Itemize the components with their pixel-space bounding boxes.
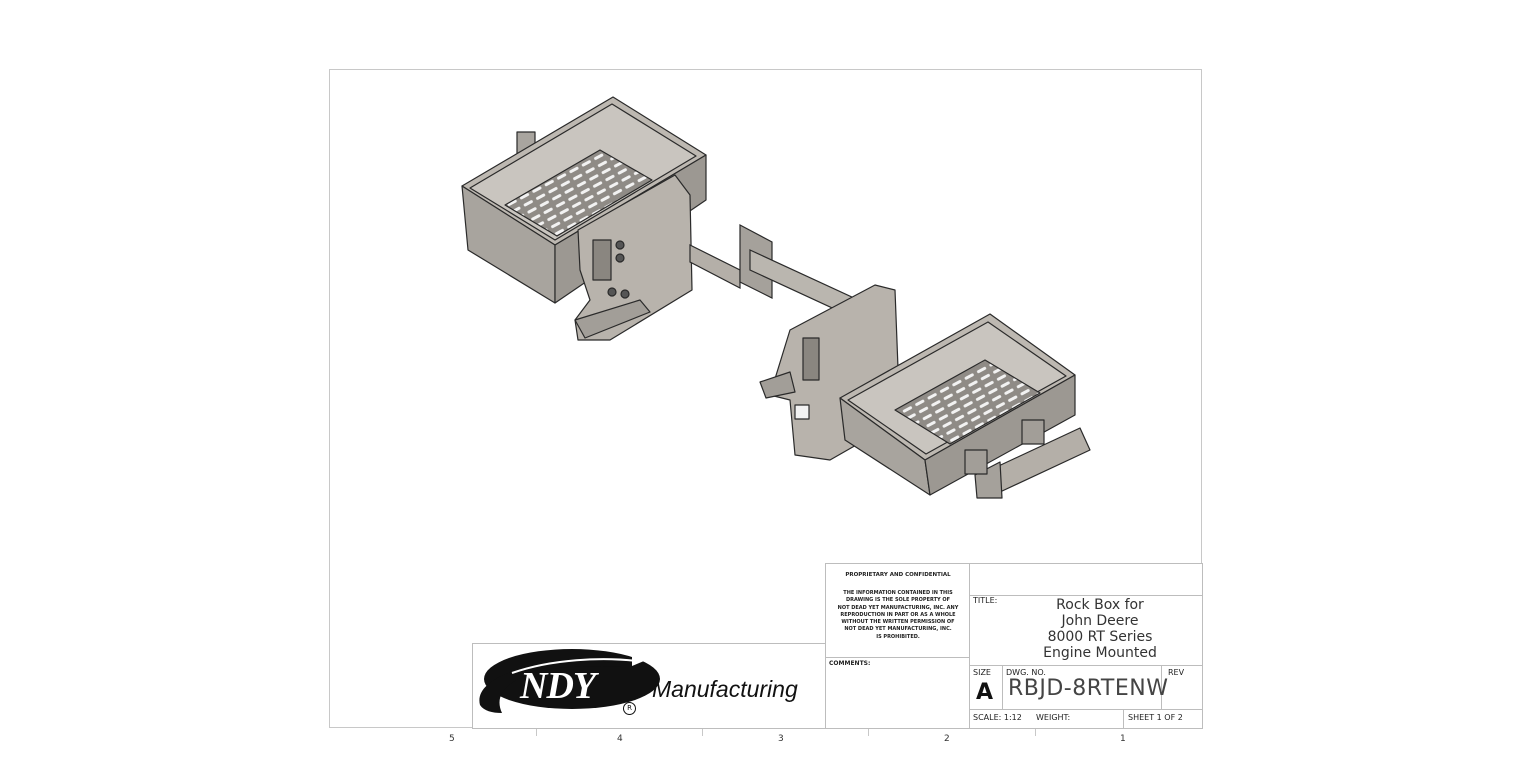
size-value: A [976, 680, 994, 705]
title-line: Engine Mounted [1043, 645, 1157, 661]
scale-label: SCALE: 1:12 [973, 713, 1022, 722]
notice-line: IS PROHIBITED. [876, 633, 920, 640]
notice-line: NOT DEAD YET MANUFACTURING, INC. [844, 626, 952, 633]
comments-label: COMMENTS: [829, 660, 871, 667]
zone-tick [1035, 728, 1036, 736]
title-label: TITLE: [973, 596, 998, 605]
rock-box-upper [461, 96, 707, 341]
title-line: Rock Box for [1056, 597, 1144, 613]
title-line: John Deere [1061, 613, 1139, 629]
zone-label-1: 1 [1120, 734, 1126, 744]
ndy-logo-mark: NDY [520, 665, 596, 707]
notice-line: THE INFORMATION CONTAINED IN THIS [843, 590, 953, 596]
proprietary-box [825, 563, 970, 658]
proprietary-heading: PROPRIETARY AND CONFIDENTIAL [845, 572, 951, 578]
sheet-label: SHEET 1 OF 2 [1128, 713, 1183, 722]
comments-box [825, 657, 970, 729]
title-block-top [969, 563, 1203, 596]
zone-label-3: 3 [778, 734, 784, 744]
drawing-title: Rock Box for John Deere 8000 RT Series E… [1000, 597, 1200, 661]
zone-label-2: 2 [944, 734, 950, 744]
zone-label-5: 5 [449, 734, 455, 744]
notice-line: WITHOUT THE WRITTEN PERMISSION OF [841, 619, 955, 626]
zone-label-4: 4 [617, 734, 623, 744]
title-line: 8000 RT Series [1047, 629, 1153, 645]
rock-box-lower [759, 284, 1091, 499]
ndy-swoosh-logo-icon [479, 649, 660, 713]
notice-line: NOT DEAD YET MANUFACTURING, INC. ANY [837, 604, 959, 611]
proprietary-notice: THE INFORMATION CONTAINED IN THIS DRAWIN… [826, 590, 970, 641]
zone-tick [536, 728, 537, 736]
sheet-box [1123, 709, 1203, 729]
notice-line: DRAWING IS THE SOLE PROPERTY OF [845, 597, 951, 604]
size-label: SIZE [973, 668, 991, 677]
zone-tick [868, 728, 869, 736]
dwg-no-label: DWG. NO. [1006, 668, 1046, 677]
notice-line: REPRODUCTION IN PART OR AS A WHOLE [840, 611, 956, 618]
dwg-no-value: RBJD-8RTENW [1008, 676, 1169, 701]
rev-label: REV [1168, 668, 1185, 677]
weight-label: WEIGHT: [1036, 713, 1071, 722]
isometric-rock-box-drawing [461, 96, 1091, 499]
registered-mark: R [623, 702, 636, 715]
title-box [969, 595, 1203, 666]
company-name: Manufacturing [652, 676, 798, 702]
zone-tick [702, 728, 703, 736]
